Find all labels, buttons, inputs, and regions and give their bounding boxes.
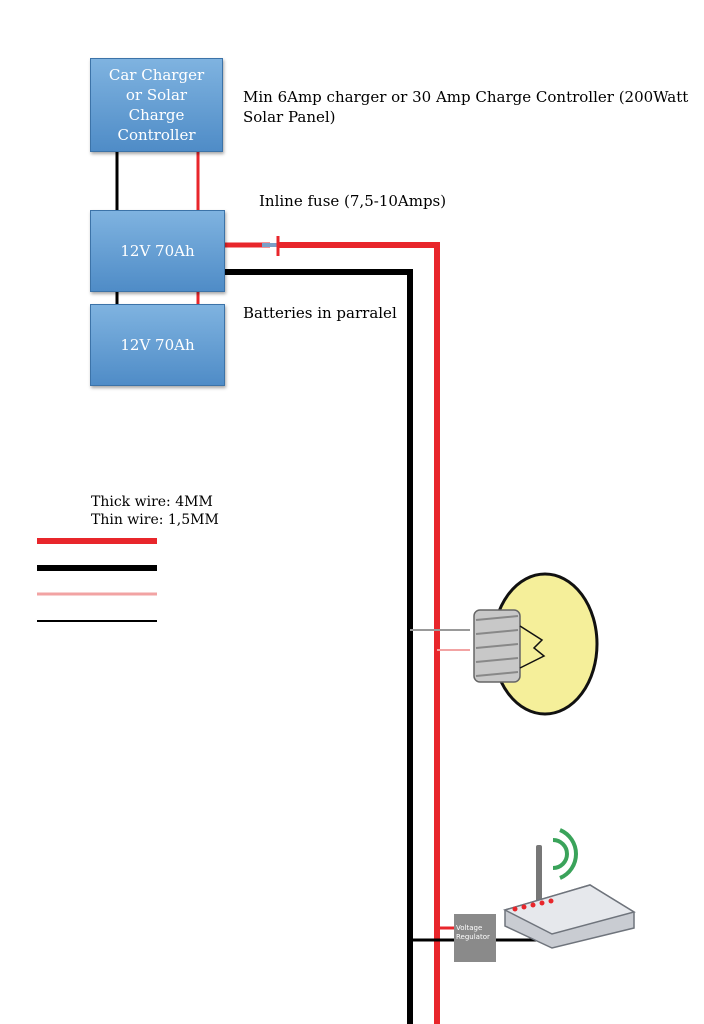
light-bulb-icon — [473, 572, 599, 716]
fuse-label: Inline fuse (7,5-10Amps) — [259, 192, 447, 210]
batteries-label: Batteries in parralel — [243, 304, 397, 322]
voltage-regulator: Voltage Regulator — [454, 914, 496, 962]
charger-line-4: Controller — [117, 126, 196, 144]
legend-thin-label: Thin wire: 1,5MM — [91, 512, 219, 528]
regulator-line-1: Voltage — [456, 924, 483, 932]
charger-line-2: or Solar — [125, 86, 188, 104]
charger-note: Min 6Amp charger or 30 Amp Charge Contro… — [243, 88, 689, 126]
charger-line-1: Car Charger — [108, 66, 205, 84]
wifi-router-icon — [502, 828, 636, 949]
legend-thick-label: Thick wire: 4MM — [91, 494, 213, 510]
charger-line-3: Charge — [128, 106, 185, 124]
battery-top: 12V 70Ah — [90, 210, 225, 292]
charger-box: Car Charger or Solar Charge Controller — [90, 58, 223, 152]
battery-bottom-label: 12V 70Ah — [120, 336, 195, 354]
regulator-line-2: Regulator — [456, 933, 490, 941]
main-positive-wire-2 — [278, 242, 440, 1024]
battery-bottom: 12V 70Ah — [90, 304, 225, 386]
battery-top-label: 12V 70Ah — [120, 242, 195, 260]
